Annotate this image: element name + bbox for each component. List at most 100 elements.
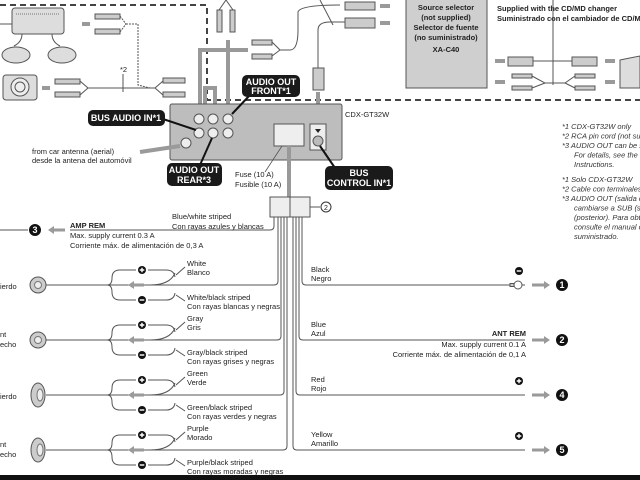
footnotes: *1 CDX-GT32W only*2 RCA pin cord (not su… [562,122,640,241]
negative-wire-color: Purple/black striped [187,458,253,467]
connection-number-3 [29,224,41,236]
dashed-boundary [0,4,640,101]
callout-text: REAR*3 [177,175,211,185]
selector-model: XA-C40 [433,45,460,54]
footnote-es: *1 Solo CDX-GT32W [562,175,633,184]
negative-wire-color-es: Con rayas grises y negras [187,357,274,366]
amp-rem-max-es: Corriente máx. de alimentación de 0,3 A [70,241,203,250]
speaker-wire [46,269,176,301]
plus-icon [515,432,523,440]
changer-cords [495,0,640,91]
wire [150,217,279,286]
wire-color-es: Azul [311,329,326,338]
unit-model: CDX-GT32W [345,110,390,119]
audio-cable-path [198,40,248,115]
wire [150,217,282,341]
footnote-es: cambiarse a SUB (sec [574,204,640,213]
power-connector-socket [273,123,305,147]
antenna-label-en: from car antenna (aerial) [32,147,115,156]
positive-wire-color: Gray [187,314,204,323]
connection-number-1 [556,279,568,291]
number-label: 1 [559,280,564,290]
wire-color: Yellow [311,430,333,439]
footnote-es: *3 AUDIO OUT (salida de [562,194,640,203]
negative-wire-color-es: Con rayas moradas y negras [187,467,284,476]
bus-cable-icon [312,1,390,120]
speaker-position-label: nt [0,440,7,449]
rca-cord-mark: *2 [120,65,127,74]
footnote-en: *1 CDX-GT32W only [562,122,632,131]
footnote-en: *3 AUDIO OUT can be sw [562,141,640,150]
callout-audio-out-rear: AUDIO OUT REAR*3 [167,137,222,186]
footnote-en: Instructions. [574,160,614,169]
ant-rem-max-es: Corriente máx. de alimentación de 0,1 A [393,350,526,359]
wire [295,217,525,396]
minus-icon [515,267,523,275]
speaker-wire [46,324,176,356]
callout-text: BUS [349,168,368,178]
rca-plug-icon [216,0,341,60]
footnote-en: For details, see the sup [574,151,640,160]
positive-wire-color-es: Blanco [187,268,210,277]
wire [298,217,525,341]
minus-icon [138,461,146,469]
footnote-es: (posterior). Para obten [574,213,640,222]
speaker-position-label: ierdo [0,282,17,291]
positive-wire-color: Purple [187,424,209,433]
connection-number-5 [556,444,568,456]
plus-icon [138,266,146,274]
callout-text: AUDIO OUT [169,165,220,175]
ring-terminal-icon [509,280,523,290]
wire [292,217,525,451]
speaker-icon [30,382,46,408]
amp-rem-wire-es: Con rayas azules y blancas [172,222,264,231]
speaker-position-label: ierdo [0,392,17,401]
footnote-es: consulte el manual de [574,223,640,232]
number-label: 3 [32,225,37,235]
wire-color: Black [311,265,330,274]
negative-wire-color: Green/black striped [187,403,252,412]
speaker-position-label: echo [0,450,16,459]
wire-color-es: Rojo [311,384,326,393]
callout-bus-control-in: BUS CONTROL IN*1 [319,145,393,190]
positive-wire-color-es: Morado [187,433,212,442]
subwoofer-icon: *2 [2,65,186,101]
negative-wire-color-es: Con rayas verdes y negras [187,412,277,421]
selector-not-supplied-es: (no suministrado) [414,33,478,42]
plus-icon [515,377,523,385]
plus-icon [138,376,146,384]
bus-control-jack [312,135,324,147]
wire-color-es: Amarillo [311,439,338,448]
selector-title-es: Selector de fuente [413,23,478,32]
speaker-icon [29,276,47,294]
fuse-label-en: Fuse (10 A) [235,170,274,179]
wire-color: Blue [311,320,326,329]
number-label: 2 [559,335,564,345]
ant-rem-label: ANT REM [492,329,526,338]
negative-wire-color: White/black striped [187,293,250,302]
callout-audio-out-front: AUDIO OUT FRONT*1 [231,75,300,115]
amp-rem-label: AMP REM [70,221,105,230]
number-label: 5 [559,445,564,455]
cd-changer-icon [619,55,640,89]
callout-text: BUS AUDIO IN*1 [91,113,161,123]
footnote-es: *2 Cable con terminales i [562,185,640,194]
antenna-label-es: desde la antena del automóvil [32,156,132,165]
callout-text: CONTROL IN*1 [327,178,391,188]
number-label: 4 [559,390,564,400]
harness-wires [70,217,525,451]
rca-jacks [193,113,234,139]
wire-color: Red [311,375,325,384]
positive-wire-color: Green [187,369,208,378]
plus-icon [138,321,146,329]
positive-wire-color-es: Gris [187,323,201,332]
selector-title: Source selector [418,3,474,12]
speaker-wire [46,434,176,466]
